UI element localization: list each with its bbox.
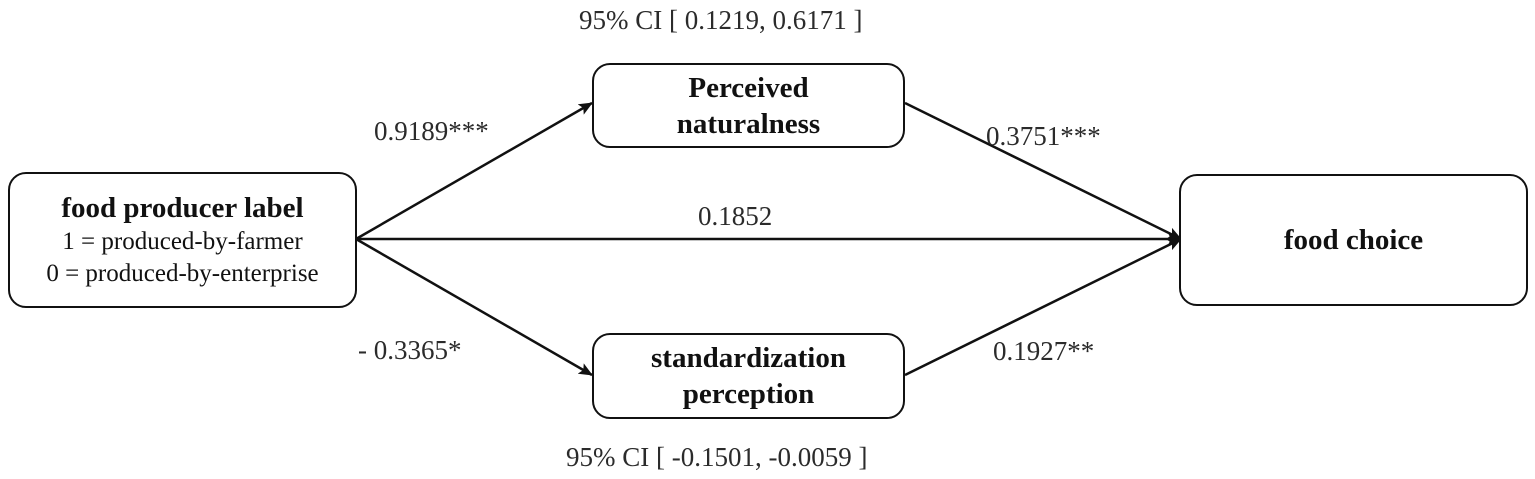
node-standardization-perception: standardization perception: [592, 333, 905, 419]
node-title: food producer label: [61, 192, 304, 224]
node-line: naturalness: [676, 107, 821, 140]
ci-naturalness: 95% CI [ 0.1219, 0.6171 ]: [579, 5, 863, 35]
coef-label-to-choice: 0.1852: [698, 201, 773, 231]
arrow-label-to-naturalness: [355, 101, 593, 241]
node-food-choice: food choice: [1179, 174, 1528, 306]
arrow-label-to-standardization: [355, 237, 593, 377]
ci-standardization: 95% CI [ -0.1501, -0.0059 ]: [566, 442, 868, 472]
node-line: 1 = produced-by-farmer: [62, 228, 303, 255]
coef-naturalness-to-choice: 0.3751***: [986, 121, 1101, 151]
node-title: food choice: [1283, 224, 1424, 256]
node-line: perception: [682, 378, 815, 410]
coef-label-to-standardization: - 0.3365*: [358, 335, 462, 365]
coef-standardization-to-choice: 0.1927**: [993, 336, 1095, 366]
coef-label-to-naturalness: 0.9189***: [374, 116, 489, 146]
arrow-standardization-to-choice: [904, 237, 1182, 377]
node-line: Perceived: [688, 71, 809, 104]
node-line: standardization: [651, 342, 846, 374]
node-line: 0 = produced-by-enterprise: [46, 260, 319, 287]
node-food-producer-label: food producer label 1 = produced-by-farm…: [8, 172, 357, 308]
node-perceived-naturalness: Perceived naturalness: [592, 63, 905, 148]
arrow-naturalness-to-choice: [904, 101, 1182, 241]
